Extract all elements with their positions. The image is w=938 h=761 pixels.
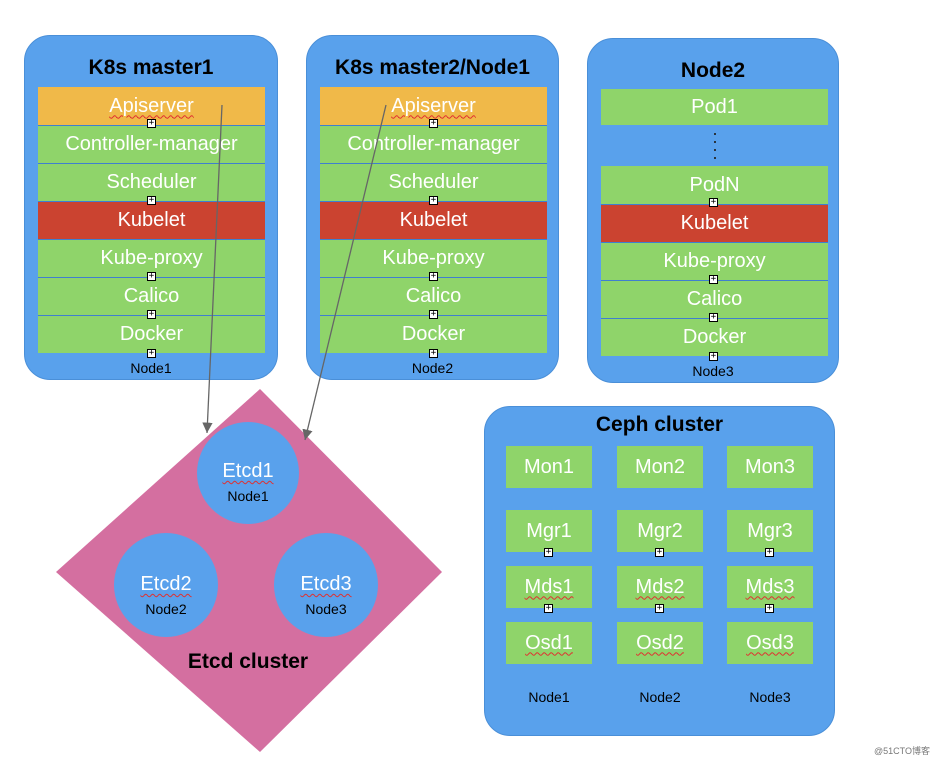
expand-handle-icon: + (709, 197, 718, 207)
etcd2-label: Etcd2 (140, 573, 192, 595)
apiserver-layer: Apiserver (320, 87, 547, 125)
kube-proxy-layer: Kube-proxy (320, 239, 547, 277)
calico-layer: Calico (38, 277, 265, 315)
k8s-master1-panel: K8s master1 Apiserver Controller-manager… (24, 35, 278, 380)
ceph-node2-label: Node2 (639, 689, 681, 705)
expand-handle-icon: + (429, 195, 438, 205)
ceph-node1-label: Node1 (528, 689, 570, 705)
mon2-box: Mon2 (617, 446, 703, 488)
apiserver-layer: Apiserver (38, 87, 265, 125)
docker-layer: Docker (601, 318, 828, 356)
kube-proxy-layer: Kube-proxy (38, 239, 265, 277)
kubelet-layer: Kubelet (38, 201, 265, 239)
expand-handle-icon: + (429, 118, 438, 128)
etcd3-host: Node3 (305, 601, 347, 617)
mgr2-box: Mgr2 (617, 510, 703, 552)
calico-layer: Calico (320, 277, 547, 315)
osd3-box: Osd3 (727, 622, 813, 664)
expand-handle-icon: + (765, 547, 774, 557)
panel-title: K8s master1 (88, 56, 214, 79)
mds2-box: Mds2 (617, 566, 703, 608)
expand-handle-icon: + (544, 547, 553, 557)
expand-handle-icon: + (147, 118, 156, 128)
etcd1-label: Etcd1 (222, 460, 274, 482)
scheduler-layer: Scheduler (38, 163, 265, 201)
expand-handle-icon: + (709, 351, 718, 361)
mgr3-box: Mgr3 (727, 510, 813, 552)
mds3-box: Mds3 (727, 566, 813, 608)
etcd1-host: Node1 (227, 488, 269, 504)
expand-handle-icon: + (429, 309, 438, 319)
expand-handle-icon: + (147, 348, 156, 358)
ceph-cluster-panel: Ceph cluster Mon1 Mon2 Mon3 Mgr1 Mgr2 Mg… (484, 406, 835, 736)
expand-handle-icon: + (429, 348, 438, 358)
kubelet-layer: Kubelet (601, 204, 828, 242)
expand-handle-icon: + (709, 274, 718, 284)
expand-handle-icon: + (544, 603, 553, 613)
expand-handle-icon: + (709, 312, 718, 322)
ellipsis-dots: ···· (712, 123, 718, 167)
node-label: Node2 (411, 360, 454, 376)
expand-handle-icon: + (429, 271, 438, 281)
etcd1-node: Etcd1 Node1 (197, 422, 299, 524)
osd2-box: Osd2 (617, 622, 703, 664)
expand-handle-icon: + (147, 271, 156, 281)
node-label: Node3 (692, 363, 734, 379)
mds1-box: Mds1 (506, 566, 592, 608)
etcd2-host: Node2 (145, 601, 187, 617)
expand-handle-icon: + (147, 309, 156, 319)
mgr1-box: Mgr1 (506, 510, 592, 552)
expand-handle-icon: + (147, 195, 156, 205)
k8s-master2-panel: K8s master2/Node1 Apiserver Controller-m… (306, 35, 559, 380)
panel-title: Node2 (680, 59, 746, 82)
mon1-box: Mon1 (506, 446, 592, 488)
etcd3-label: Etcd3 (300, 573, 352, 595)
osd1-box: Osd1 (506, 622, 592, 664)
panel-title: K8s master2/Node1 (335, 56, 530, 79)
node-label: Node1 (130, 360, 172, 376)
etcd2-node: Etcd2 Node2 (114, 533, 218, 637)
podn-layer: PodN (601, 166, 828, 204)
controller-manager-layer: Controller-manager (320, 125, 547, 163)
docker-layer: Docker (320, 315, 547, 353)
kube-proxy-layer: Kube-proxy (601, 242, 828, 280)
pod1-layer: Pod1 (601, 89, 828, 125)
scheduler-layer: Scheduler (320, 163, 547, 201)
mon3-box: Mon3 (727, 446, 813, 488)
kubelet-layer: Kubelet (320, 201, 547, 239)
expand-handle-icon: + (765, 603, 774, 613)
ceph-node3-label: Node3 (749, 689, 791, 705)
expand-handle-icon: + (655, 547, 664, 557)
expand-handle-icon: + (655, 603, 664, 613)
node2-panel: Node2 Pod1 ···· PodN Kubelet Kube-proxy … (587, 38, 839, 383)
panel-title: Ceph cluster (595, 413, 724, 436)
etcd3-node: Etcd3 Node3 (274, 533, 378, 637)
etcd-cluster-title: Etcd cluster (187, 650, 309, 673)
watermark: @51CTO博客 (874, 746, 930, 756)
